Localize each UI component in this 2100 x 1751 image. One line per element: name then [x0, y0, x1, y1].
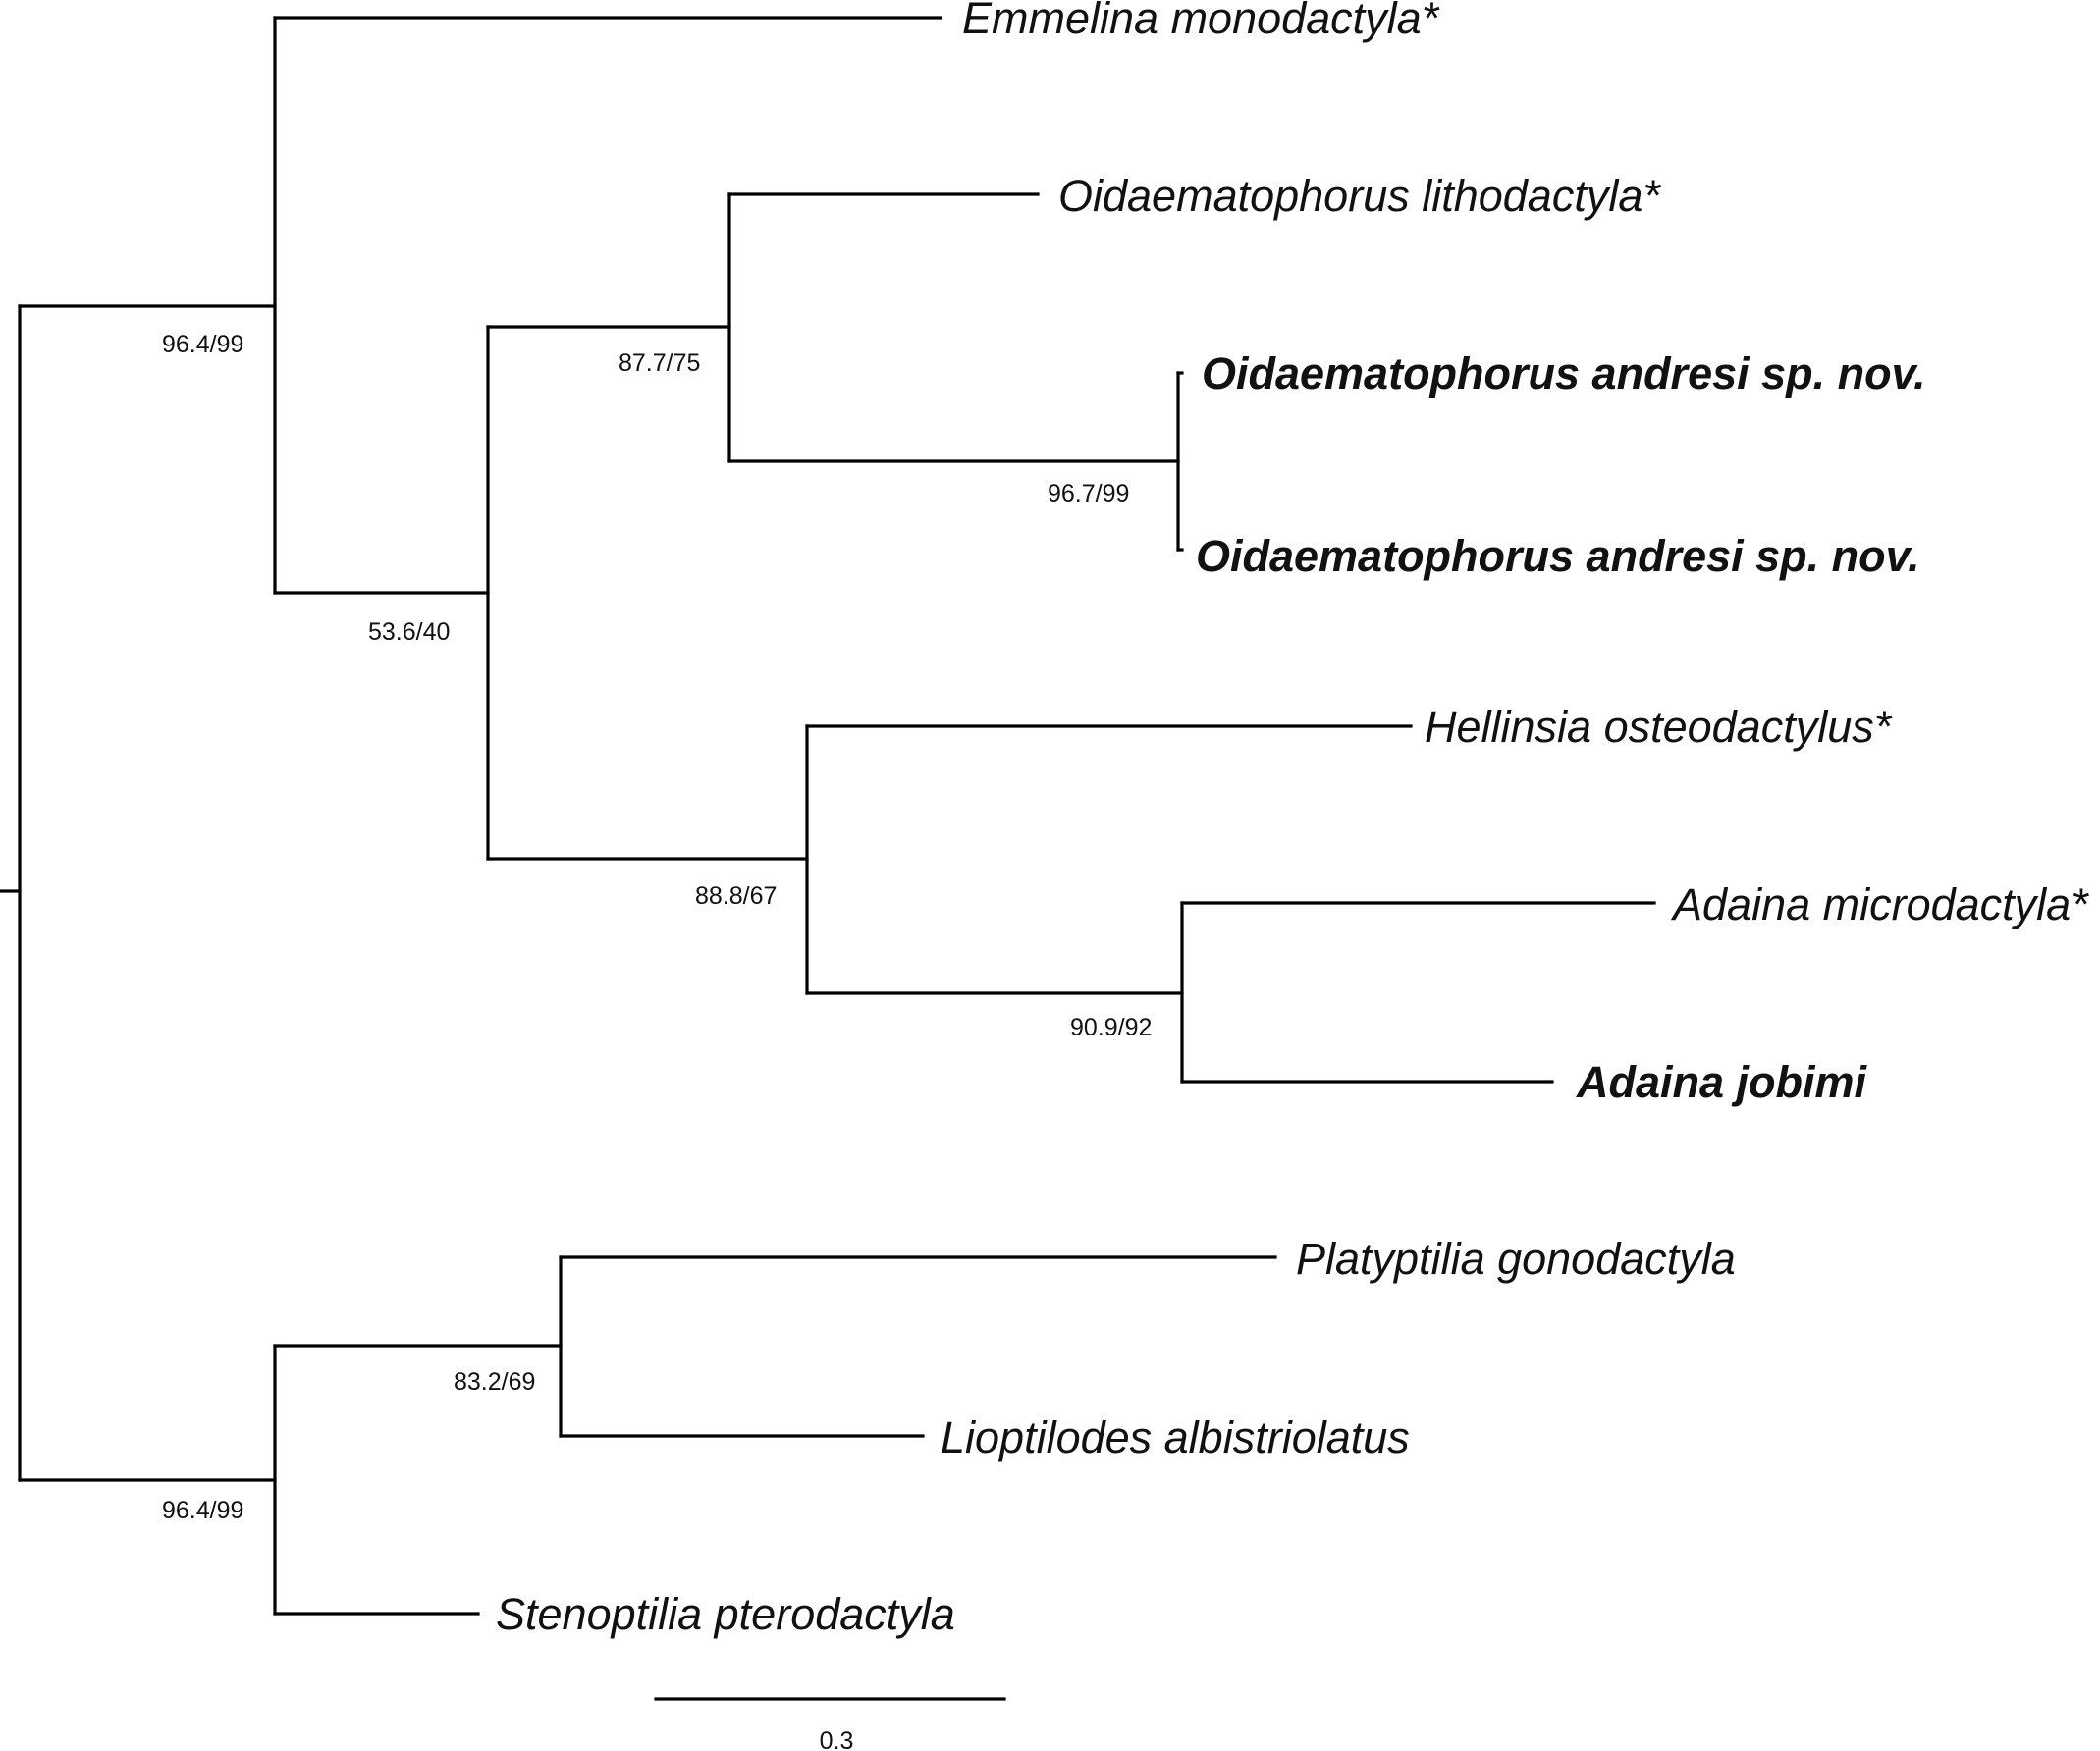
support-value: 88.8/67 [695, 882, 777, 910]
taxon-label: Oidaematophorus andresi sp. nov. [1202, 348, 1926, 398]
support-value: 90.9/92 [1070, 1014, 1152, 1041]
support-value: 83.2/69 [454, 1368, 535, 1396]
support-value: 96.4/99 [162, 1497, 243, 1524]
taxon-label: Oidaematophorus andresi sp. nov. [1196, 531, 1920, 581]
taxon-label: Emmelina monodactyla* [962, 0, 1440, 43]
taxon-label: Oidaematophorus lithodactyla* [1058, 171, 1661, 221]
taxon-label: Hellinsia osteodactylus* [1425, 702, 1893, 752]
support-value: 87.7/75 [619, 349, 700, 377]
support-value: 96.4/99 [162, 331, 243, 358]
taxon-label: Lioptilodes albistriolatus [941, 1412, 1410, 1462]
support-value: 53.6/40 [368, 618, 450, 646]
taxon-label: Adaina jobimi [1576, 1057, 1868, 1107]
support-value: 96.7/99 [1048, 480, 1129, 507]
scale-bar-label: 0.3 [820, 1727, 854, 1751]
taxon-label: Stenoptilia pterodactyla [496, 1589, 955, 1639]
taxon-label: Adaina microdactyla* [1670, 879, 2089, 929]
taxon-label: Platyptilia gonodactyla [1296, 1234, 1736, 1284]
